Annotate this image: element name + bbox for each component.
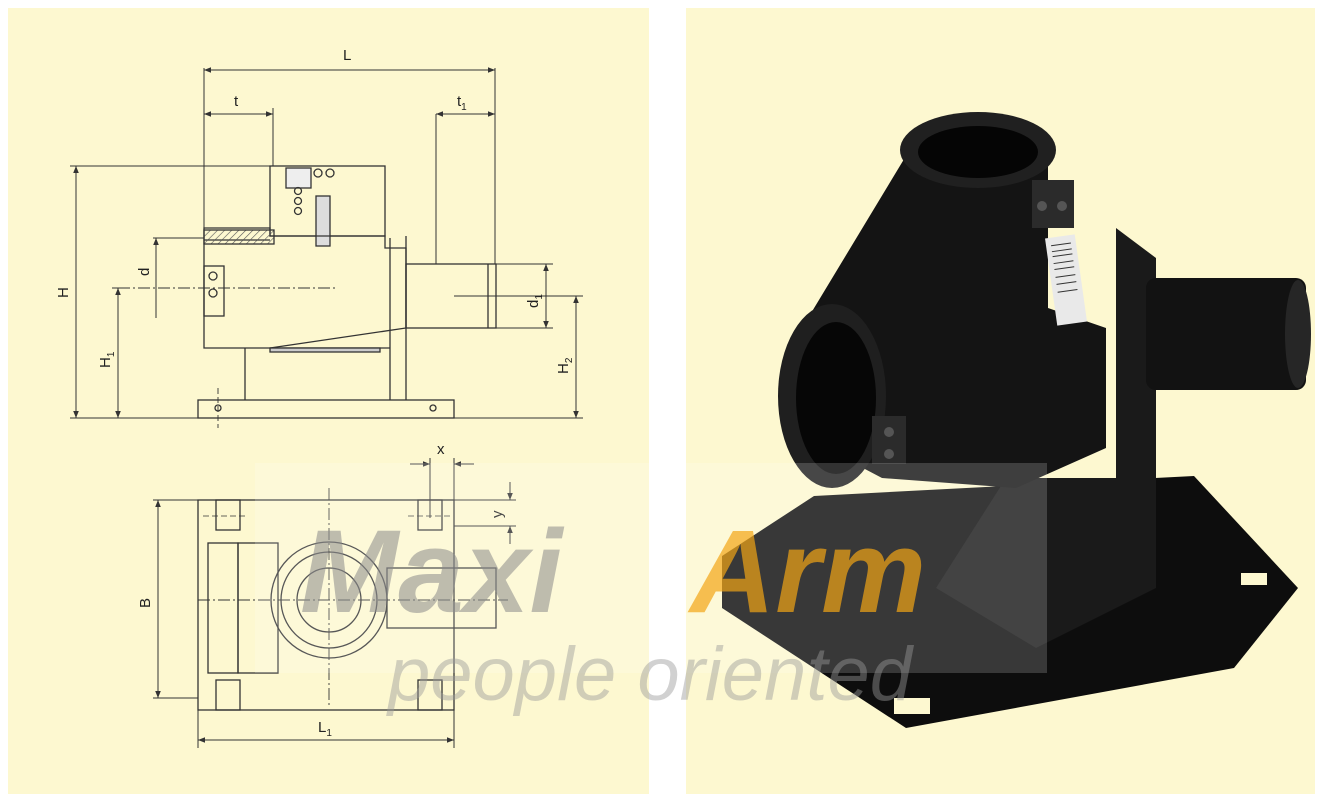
dim-label-H2: H2 (555, 357, 575, 374)
dim-label-d1: d1 (525, 294, 545, 308)
fitting-photo (722, 112, 1311, 728)
dim-label-L: L (343, 47, 351, 64)
dim-label-L1: L1 (318, 719, 332, 739)
dimension-lines (70, 67, 583, 748)
photo-panel (686, 8, 1315, 794)
dim-label-y: y (489, 510, 506, 518)
dim-label-d: d (136, 268, 153, 276)
dim-label-t: t (234, 93, 239, 110)
drawing-panel: L t t1 H H1 d d1 H2 x y B L1 (8, 8, 649, 794)
dim-label-x: x (437, 441, 445, 458)
fitting-illustration (722, 112, 1311, 728)
dim-label-t1: t1 (457, 93, 467, 113)
technical-drawing: L t t1 H H1 d d1 H2 x y B L1 (55, 47, 583, 748)
dim-label-H1: H1 (97, 351, 117, 368)
side-view (118, 165, 497, 428)
top-view (197, 488, 508, 711)
dim-label-B: B (137, 598, 154, 608)
dim-label-H: H (55, 287, 72, 298)
